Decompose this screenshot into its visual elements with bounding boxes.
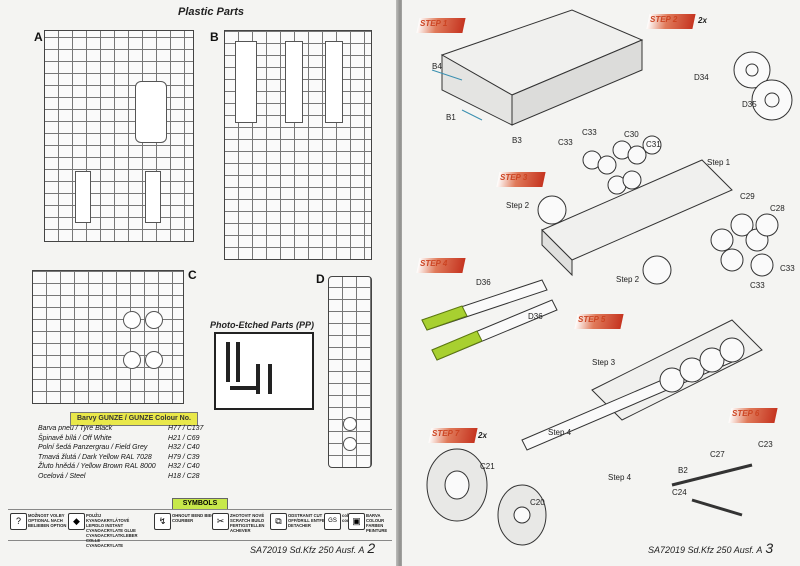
sprue-b xyxy=(224,30,372,260)
page-number: 2 xyxy=(367,540,376,556)
book-gutter xyxy=(396,0,404,566)
cut-off-icon: ⧉ xyxy=(270,513,287,530)
colour-table-header: Barvy GUNZE / GUNZE Colour No. xyxy=(70,412,198,426)
sprue-b-side-panel xyxy=(285,41,303,123)
step-4-banner: STEP 4 xyxy=(416,258,466,273)
part-label-c28: C28 xyxy=(770,204,785,213)
sprue-d-label: D xyxy=(316,272,325,286)
step-4-reference: Step 4 xyxy=(608,473,632,482)
sprue-c-road-wheel xyxy=(145,351,163,369)
part-label-b2: B2 xyxy=(678,466,688,475)
bend-icon: ↯ xyxy=(154,513,171,530)
step-1-reference: Step 1 xyxy=(707,158,731,167)
part-label-d36: D36 xyxy=(528,312,543,321)
step-5-banner: STEP 5 xyxy=(574,314,624,329)
sprue-b-side-panel xyxy=(235,41,257,123)
assembly-drawings xyxy=(421,9,793,546)
front-axle xyxy=(671,463,753,487)
step-7-banner: STEP 7 xyxy=(428,428,478,443)
part-label-c20: C20 xyxy=(530,498,545,507)
sprue-b-label: B xyxy=(210,30,219,44)
part-label-d36: D36 xyxy=(476,278,491,287)
part-label-b1: B1 xyxy=(446,113,456,122)
step-2-banner: STEP 2 xyxy=(646,14,696,29)
sprue-d-sprocket xyxy=(343,437,357,451)
plastic-parts-title: Plastic Parts xyxy=(178,6,245,18)
step-3-reference: Step 3 xyxy=(592,358,616,367)
photo-etched-fret xyxy=(214,332,314,410)
step-2-multiplier: 2x xyxy=(698,16,707,25)
sprue-d-sprocket xyxy=(343,417,357,431)
sprue-c-road-wheel xyxy=(145,311,163,329)
glue-drop-icon: ◆ xyxy=(68,513,85,530)
sprocket-wheel xyxy=(733,51,771,89)
part-label-d35: D35 xyxy=(742,100,757,109)
part-label-d34: D34 xyxy=(694,73,709,82)
sprue-a xyxy=(44,30,194,242)
part-label-c33: C33 xyxy=(558,138,573,147)
part-label-b4: B4 xyxy=(432,62,442,71)
part-label-c31: C31 xyxy=(646,140,661,149)
sprue-a-label: A xyxy=(34,30,43,44)
sprue-c-label: C xyxy=(188,268,197,282)
sprue-c xyxy=(32,270,184,404)
colour-code-icon: GS xyxy=(324,513,341,530)
road-wheel xyxy=(751,79,793,121)
left-page: Plastic Parts A B C D Photo-Etched Parts… xyxy=(0,0,398,566)
road-wheel-group xyxy=(582,135,779,277)
step-7-multiplier: 2x xyxy=(478,431,487,440)
sprue-a-fender-part xyxy=(145,171,161,223)
sprue-a-hull-part xyxy=(135,81,167,143)
page-number: 3 xyxy=(765,540,774,556)
part-label-c23: C23 xyxy=(758,440,773,449)
sprue-d xyxy=(328,276,372,468)
part-label-c30: C30 xyxy=(624,130,639,139)
step-1-banner: STEP 1 xyxy=(416,18,466,33)
sprue-b-side-panel xyxy=(325,41,343,123)
question-icon: ? xyxy=(10,513,27,530)
part-label-c33: C33 xyxy=(780,264,795,273)
sprue-c-road-wheel xyxy=(123,311,141,329)
part-label-c29: C29 xyxy=(740,192,755,201)
part-label-c33: C33 xyxy=(750,281,765,290)
colour-swatch-icon: ▣ xyxy=(348,513,365,530)
step-4-reference: Step 4 xyxy=(548,428,572,437)
step-3-banner: STEP 3 xyxy=(496,172,546,187)
step-2-reference: Step 2 xyxy=(506,201,530,210)
pe-parts-title: Photo-Etched Parts (PP) xyxy=(210,320,315,330)
part-label-b3: B3 xyxy=(512,136,522,145)
part-label-c33: C33 xyxy=(582,128,597,137)
sprue-c-road-wheel xyxy=(123,351,141,369)
right-page: STEP 1 STEP 2 2x STEP 3 STEP 4 STEP 5 ST… xyxy=(402,0,800,566)
track-link-highlight xyxy=(421,305,483,361)
part-label-c27: C27 xyxy=(710,450,725,459)
step-6-banner: STEP 6 xyxy=(728,408,778,423)
step-2-reference: Step 2 xyxy=(616,275,640,284)
scissors-icon: ✂ xyxy=(212,513,229,530)
part-label-c24: C24 xyxy=(672,488,687,497)
part-label-c21: C21 xyxy=(480,462,495,471)
symbols-legend: ?MOŽNOST VOLBY OPTIONAL NACH BELIEBEN OP… xyxy=(8,509,392,548)
sprue-a-fender-part xyxy=(75,171,91,223)
